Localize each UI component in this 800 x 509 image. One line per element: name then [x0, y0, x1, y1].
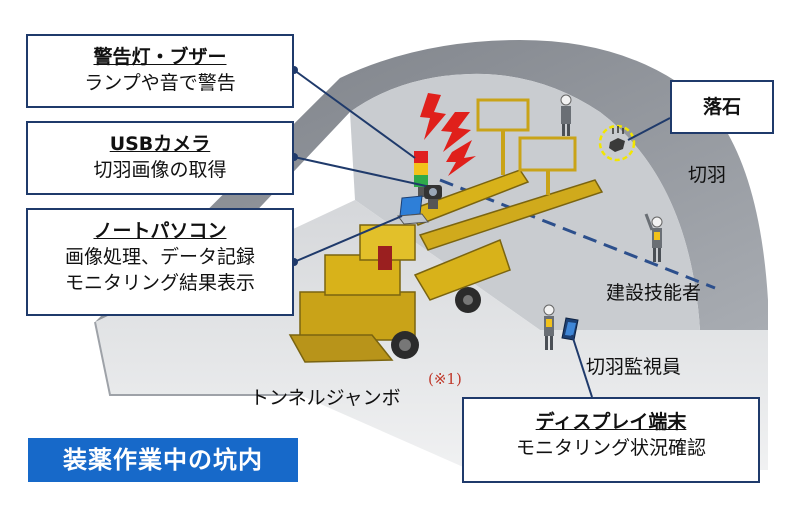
- warning-lamp-icon: [414, 151, 428, 197]
- leader-lines: [293, 69, 671, 398]
- label-tunnel-face: 切羽: [688, 164, 727, 186]
- worker-icon: [644, 213, 663, 262]
- callout-desc: ランプや音で警告: [84, 72, 236, 94]
- lightning-icon: [420, 93, 476, 176]
- footnote-mark: (※1): [428, 370, 462, 388]
- callout-desc-line2: モニタリング結果表示: [64, 272, 255, 294]
- callout-rockfall: 落石: [670, 80, 774, 134]
- usb-camera-icon: [424, 185, 442, 209]
- label-tunnel-jumbo: トンネルジャンボ: [250, 387, 401, 409]
- label-face-monitor: 切羽監視員: [586, 356, 682, 378]
- callout-laptop: ノートパソコン 画像処理、データ記録 モニタリング結果表示: [26, 208, 294, 316]
- callout-warning-light: 警告灯・ブザー ランプや音で警告: [26, 34, 294, 108]
- scene-banner: 装薬作業中の坑内: [28, 438, 298, 482]
- callout-title: 落石: [702, 96, 741, 118]
- worker-icon: [543, 304, 555, 350]
- callout-title: ノートパソコン: [93, 220, 227, 242]
- worker-icon: [560, 94, 572, 136]
- laptop-icon: [397, 195, 429, 225]
- callout-title: USBカメラ: [109, 133, 211, 155]
- callout-desc: モニタリング状況確認: [515, 437, 706, 459]
- label-construction-workers: 建設技能者: [606, 282, 702, 304]
- callout-title: ディスプレイ端末: [535, 411, 687, 433]
- callout-desc: 切羽画像の取得: [93, 159, 227, 181]
- callout-title: 警告灯・ブザー: [93, 46, 227, 68]
- callout-display-terminal: ディスプレイ端末 モニタリング状況確認: [462, 397, 760, 483]
- falling-rock-icon: [598, 124, 636, 162]
- callout-usb-camera: USBカメラ 切羽画像の取得: [26, 121, 294, 195]
- tunnel-floor-edge: [94, 321, 300, 396]
- callout-desc-line1: 画像処理、データ記録: [64, 246, 255, 268]
